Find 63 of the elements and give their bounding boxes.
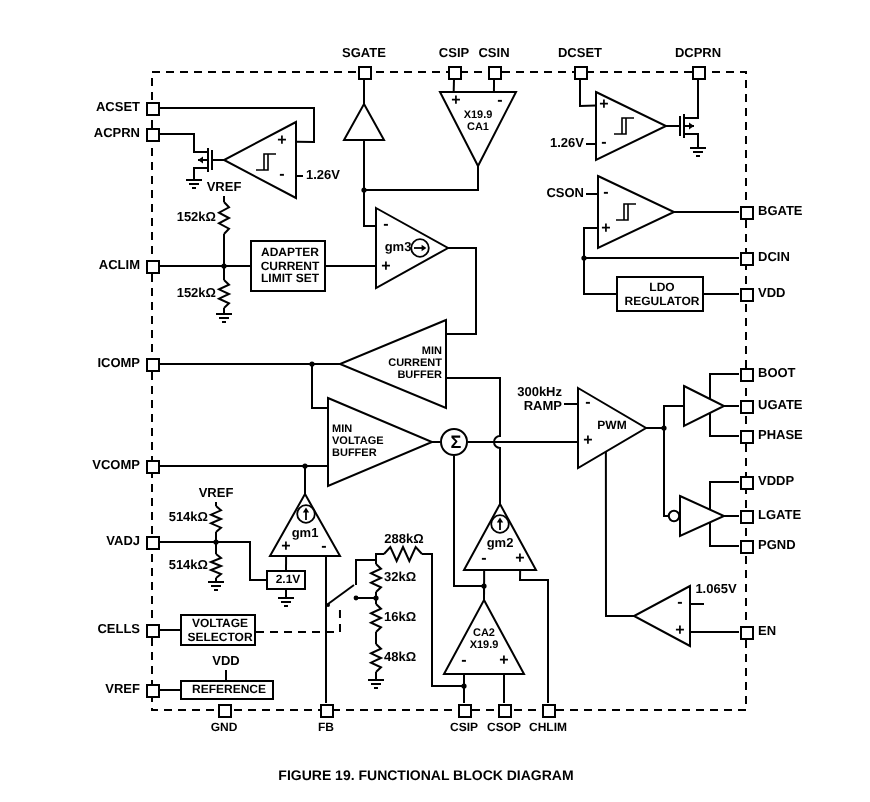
polarity-sign: - [481, 551, 487, 569]
polarity-sign: - [601, 135, 607, 153]
dashed-control-line [255, 605, 341, 633]
polarity-sign: - [279, 167, 285, 185]
block-box [180, 680, 274, 700]
polarity-sign: - [383, 217, 389, 235]
block-box [250, 240, 326, 292]
wire [689, 631, 740, 633]
wire [467, 441, 579, 443]
wire [421, 553, 465, 704]
wire [579, 78, 597, 108]
wire [703, 293, 740, 295]
polarity-sign: + [277, 133, 287, 151]
sigma-symbol: Σ [450, 434, 462, 454]
wire [158, 363, 329, 410]
wire [445, 247, 477, 336]
wire [158, 107, 315, 143]
wire [158, 133, 195, 147]
wire [697, 78, 699, 113]
block-box [266, 570, 306, 590]
polarity-sign: - [677, 595, 683, 613]
summing-junction [440, 428, 468, 456]
wire [325, 265, 377, 267]
polarity-sign: - [603, 185, 609, 203]
polarity-sign: + [515, 551, 525, 569]
wire [483, 569, 486, 601]
polarity-sign: + [599, 97, 609, 115]
wire [158, 265, 251, 267]
wire [158, 689, 181, 691]
polarity-sign: - [497, 93, 503, 111]
wire [665, 125, 677, 127]
wire [503, 673, 505, 704]
polarity-sign: + [675, 623, 685, 641]
polarity-sign: - [461, 653, 467, 671]
wire [355, 553, 385, 579]
polarity-sign: + [601, 221, 611, 239]
wire [285, 555, 288, 571]
polarity-sign: - [585, 395, 591, 413]
polarity-sign: + [381, 259, 391, 277]
polarity-sign: + [583, 433, 593, 451]
wire [363, 139, 479, 191]
wire [709, 373, 740, 400]
wire [158, 541, 267, 581]
polarity-sign: + [281, 538, 291, 556]
block-box [616, 276, 704, 312]
polarity-sign: + [451, 93, 461, 111]
wire [363, 78, 365, 105]
wire [709, 521, 740, 547]
wire [723, 405, 740, 407]
wire [583, 257, 740, 295]
wire [709, 412, 740, 437]
wire [723, 515, 740, 517]
wire [709, 481, 740, 511]
wire [604, 450, 635, 617]
wire [325, 555, 327, 704]
wire [158, 465, 306, 495]
wire [645, 427, 669, 517]
wire [158, 629, 181, 631]
wire [445, 377, 501, 505]
polarity-sign: - [321, 538, 327, 556]
wire [519, 569, 549, 704]
wire [673, 211, 740, 213]
polarity-sign: + [499, 653, 509, 671]
